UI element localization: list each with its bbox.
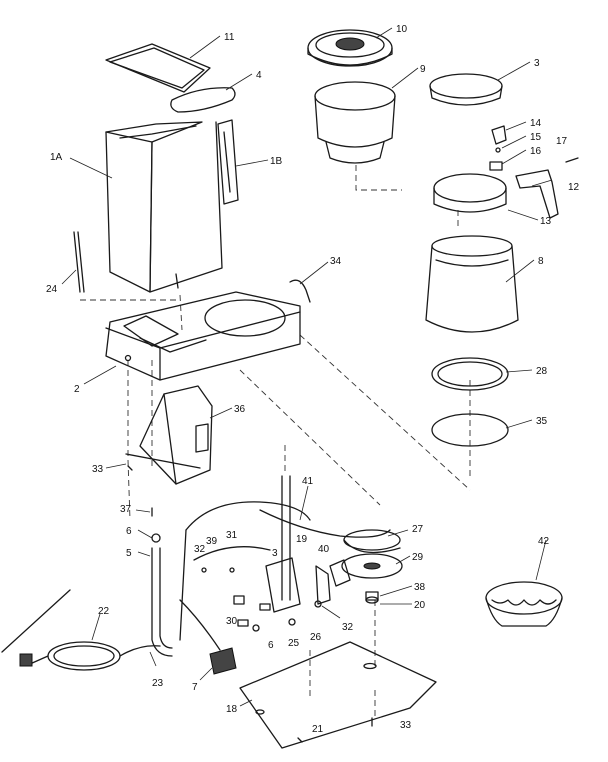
part-base-tray — [105, 291, 301, 381]
callout-36: 36 — [234, 404, 246, 415]
part-side-bracket — [217, 119, 239, 205]
callout-13: 13 — [540, 216, 552, 227]
part-gasket-lower — [431, 413, 509, 447]
part-lever — [515, 169, 559, 219]
part-handle-grip — [170, 87, 236, 113]
callout-20: 20 — [414, 600, 426, 611]
callout-11: 11 — [224, 32, 235, 43]
callout-24: 24 — [46, 284, 58, 295]
callout-39: 39 — [206, 536, 218, 547]
part-small-nut — [365, 591, 379, 604]
part-thermostat — [265, 557, 331, 613]
callout-1a: 1A — [50, 152, 63, 163]
callout-33-upper: 33 — [92, 464, 104, 475]
callout-32-right: 32 — [342, 622, 354, 633]
callout-35: 35 — [536, 416, 548, 427]
callout-6-lower: 6 — [268, 640, 274, 651]
callout-38: 38 — [414, 582, 426, 593]
callout-22: 22 — [98, 606, 110, 617]
part-warmer-plate — [329, 553, 403, 587]
part-filter-cover — [307, 29, 393, 67]
callout-8: 8 — [538, 256, 544, 267]
part-tube-assembly — [151, 475, 291, 657]
callout-32-left: 32 — [194, 544, 206, 555]
callout-7: 7 — [192, 682, 198, 693]
callout-28: 28 — [536, 366, 548, 377]
callout-labels: 11 4 10 9 3 1A 1B 14 15 16 17 12 13 8 24… — [46, 24, 580, 735]
part-brew-basket — [314, 81, 396, 164]
callout-37: 37 — [120, 504, 132, 515]
callout-14: 14 — [530, 118, 542, 129]
callout-16: 16 — [530, 146, 542, 157]
part-terminals — [151, 533, 322, 632]
part-rod — [73, 231, 85, 293]
callout-3-lower: 3 — [272, 548, 278, 559]
part-power-cord — [1, 589, 161, 671]
callout-41: 41 — [302, 476, 314, 487]
callout-33-lower: 33 — [400, 720, 412, 731]
callout-12: 12 — [568, 182, 580, 193]
alignment-lines — [80, 165, 471, 720]
callout-29: 29 — [412, 552, 424, 563]
part-clip — [289, 279, 311, 303]
callout-6-upper: 6 — [126, 526, 132, 537]
callout-26: 26 — [310, 632, 322, 643]
part-wiring — [179, 501, 391, 651]
callout-30: 30 — [226, 616, 238, 627]
callout-19: 19 — [296, 534, 308, 545]
part-carafe-lid — [429, 73, 503, 106]
callout-17: 17 — [556, 136, 568, 147]
callout-21: 21 — [312, 724, 324, 735]
callout-15: 15 — [530, 132, 542, 143]
part-heater-element — [343, 529, 401, 554]
leader-lines — [61, 27, 553, 707]
callout-10: 10 — [396, 24, 408, 35]
callout-2: 2 — [74, 384, 80, 395]
callout-5: 5 — [126, 548, 132, 559]
callout-42: 42 — [538, 536, 550, 547]
callout-40: 40 — [318, 544, 330, 555]
part-lid — [105, 43, 211, 93]
callout-25: 25 — [288, 638, 300, 649]
part-small-fittings — [489, 125, 579, 171]
part-heater-bracket — [125, 385, 213, 485]
callout-18: 18 — [226, 704, 238, 715]
callout-4: 4 — [256, 70, 262, 81]
part-warmer-ring — [433, 173, 507, 213]
callout-31: 31 — [226, 530, 238, 541]
part-carafe — [425, 235, 519, 333]
callout-9: 9 — [420, 64, 426, 75]
callout-23: 23 — [152, 678, 164, 689]
callout-27: 27 — [412, 524, 424, 535]
part-switch — [209, 647, 237, 675]
part-housing-tower — [105, 121, 223, 293]
part-screws — [127, 465, 373, 743]
callout-1b: 1B — [270, 156, 283, 167]
callout-3: 3 — [534, 58, 540, 69]
part-paper-filter — [485, 581, 563, 627]
part-gasket-upper — [431, 357, 509, 391]
part-base-plate — [239, 641, 437, 749]
callout-34: 34 — [330, 256, 342, 267]
